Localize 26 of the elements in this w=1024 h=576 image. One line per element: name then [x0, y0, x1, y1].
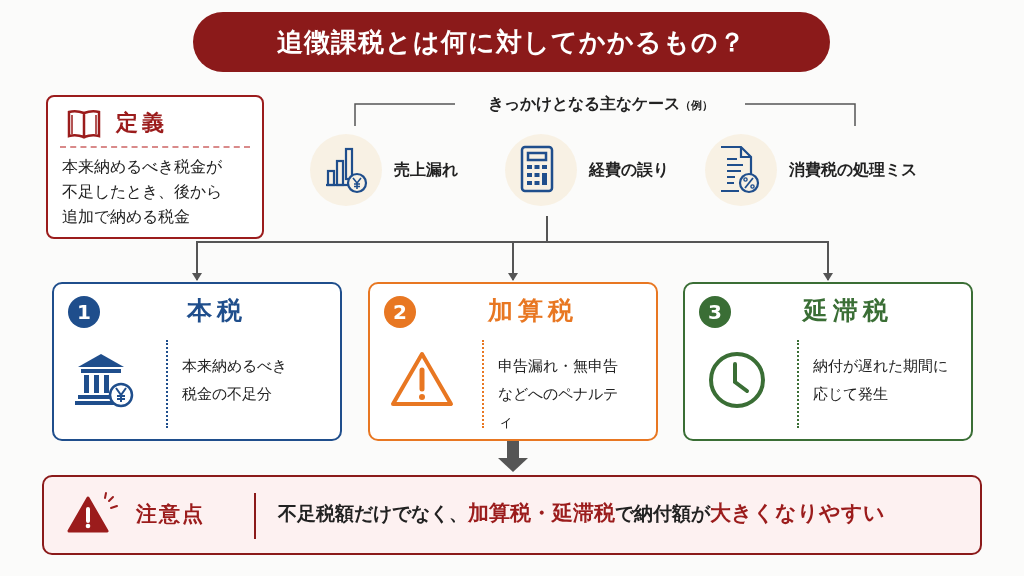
tax-heading: 本税 [185, 295, 248, 327]
number-badge: 1 [68, 296, 100, 328]
tax-heading: 加算税 [486, 295, 579, 327]
example-note: （例） [679, 99, 713, 112]
section-heading: きっかけとなる主なケース [487, 94, 680, 113]
caution-heading: 注意点 [136, 501, 205, 528]
case-label: 売上漏れ [394, 159, 458, 181]
case-label: 経費の誤り [589, 159, 669, 181]
tax-card [368, 282, 658, 441]
arrow [498, 441, 528, 472]
tax-description: 本来納めるべき税金の不足分 [182, 356, 288, 405]
caution-text: 不足税額だけでなく、加算税・延滞税で納付額が大きくなりやすい [278, 500, 885, 527]
tax-heading: 延滞税 [801, 295, 894, 327]
number-badge: 2 [384, 296, 416, 328]
tax-description: 納付が遅れた期間に応じて発生 [813, 356, 949, 405]
caution-panel [42, 475, 982, 555]
definition-text: 本来納めるべき税金が不足したとき、後から追加で納める税金 [62, 156, 223, 228]
tax-card [683, 282, 973, 441]
card-heading: 定義 [116, 109, 168, 137]
arrow [546, 215, 833, 281]
definition-card [46, 95, 264, 239]
title-banner: 追徴課税とは何に対してかかるもの？ [193, 12, 830, 72]
tax-card [52, 282, 342, 441]
tax-description: 申告漏れ・無申告などへのペナルティ [498, 356, 619, 433]
case-label: 消費税の処理ミス [789, 159, 917, 181]
number-badge: 3 [699, 296, 731, 328]
